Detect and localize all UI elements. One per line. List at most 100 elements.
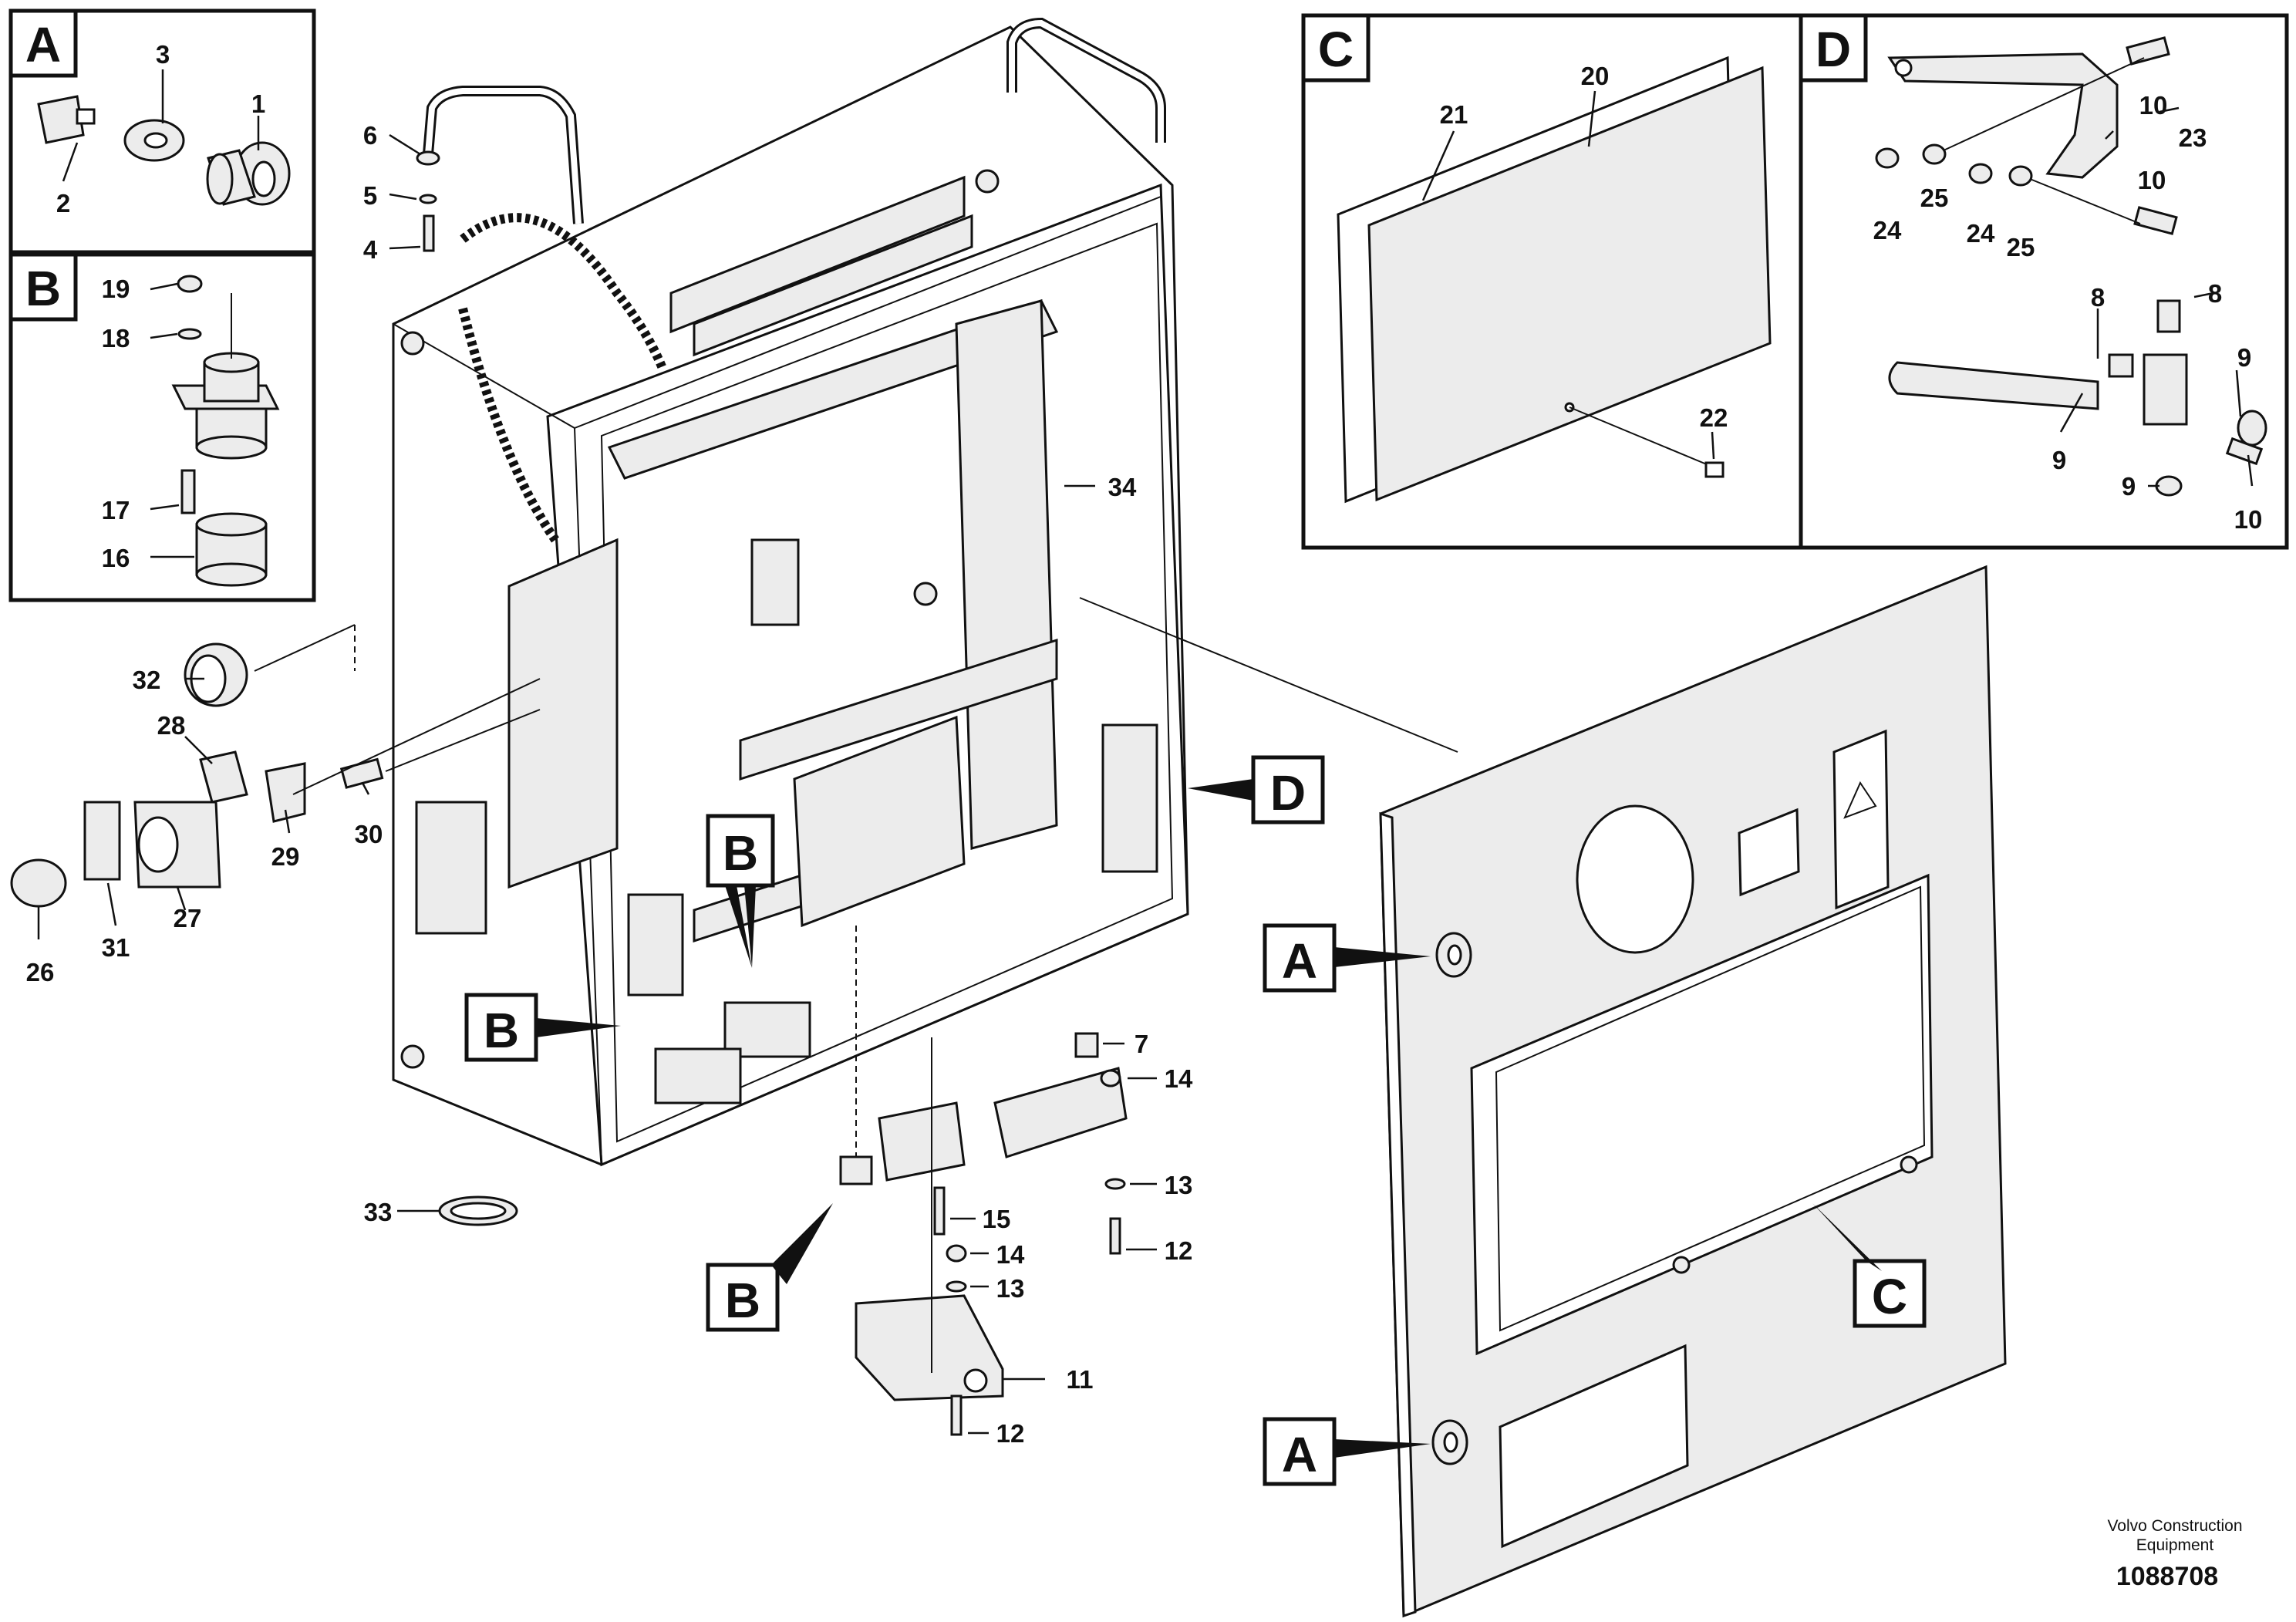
callout-1: 1: [251, 89, 265, 118]
callout-22: 22: [1700, 403, 1728, 432]
callout-29: 29: [271, 842, 300, 871]
socket-b: [839, 1155, 873, 1185]
nut-part: [1875, 147, 1900, 169]
callout-31: 31: [102, 933, 130, 962]
handle-part: [423, 86, 584, 224]
washer-part: [2008, 165, 2033, 187]
cabinet-body: [392, 17, 1189, 1167]
callout-9-right: 9: [2237, 343, 2251, 372]
handle-part: [1006, 17, 1166, 143]
door-panel: [1379, 565, 2007, 1618]
detail-panel-a: A 3 1 2: [8, 8, 316, 255]
callout-10-mid: 10: [2138, 166, 2166, 194]
callout-2: 2: [56, 189, 70, 218]
part-31: [83, 801, 121, 881]
callout-box-c: C: [1812, 1203, 1927, 1328]
callout-23: 23: [2179, 123, 2207, 152]
callout-box-b-upper: B: [706, 814, 775, 968]
callout-14-upper: 14: [1165, 1064, 1193, 1093]
detail-letter-a: A: [25, 17, 61, 73]
callout-14-lower: 14: [996, 1240, 1025, 1269]
svg-text:B: B: [723, 825, 758, 881]
part-28: [199, 750, 248, 804]
door-label-plate: [1738, 808, 1800, 897]
key-part: [37, 95, 96, 144]
bracket-part: [1887, 52, 2119, 179]
callout-16: 16: [102, 544, 130, 572]
callout-32: 32: [133, 666, 161, 694]
latch-part: [1888, 299, 2267, 497]
coiled-cable-part: [460, 213, 668, 373]
door-lock-lower: [1431, 1419, 1468, 1465]
callout-13-lower: 13: [996, 1274, 1025, 1303]
callout-25-right: 25: [2007, 233, 2035, 261]
callout-28: 28: [157, 711, 186, 740]
callout-18: 18: [102, 324, 130, 352]
callout-box-b-left: B: [464, 993, 621, 1062]
callout-24-left: 24: [1873, 216, 1902, 244]
callout-3: 3: [156, 40, 170, 69]
loose-parts-left: 32 28 29 30 27 31 26 33: [10, 624, 541, 1226]
screw-7: [1074, 1032, 1099, 1058]
socket-flange-part: [171, 352, 280, 460]
part-contactor: [878, 1101, 966, 1182]
callout-17: 17: [102, 496, 130, 524]
footer-reference-number: 1088708: [2116, 1562, 2218, 1591]
cover-plate-part: [1367, 66, 1772, 502]
callout-9-mid: 9: [2052, 446, 2066, 474]
part-26: [10, 858, 67, 908]
door-lower-plate: [1499, 1344, 1689, 1549]
callout-box-a-lower: A: [1263, 1417, 1431, 1486]
footer-company-line1: Volvo Construction: [2107, 1517, 2242, 1535]
callout-5: 5: [363, 181, 377, 210]
callout-33: 33: [364, 1198, 393, 1226]
callout-4: 4: [363, 235, 378, 264]
handle-fasteners: 6 5 4: [363, 121, 440, 264]
callout-15: 15: [983, 1205, 1011, 1233]
callout-19: 19: [102, 275, 130, 303]
pin-part: [2126, 36, 2170, 66]
callout-26: 26: [26, 958, 55, 986]
svg-text:B: B: [725, 1273, 760, 1328]
callout-8-left: 8: [2091, 283, 2105, 312]
svg-text:D: D: [1270, 765, 1306, 821]
callout-10-top: 10: [2139, 91, 2168, 120]
callout-24-right: 24: [1967, 219, 1995, 248]
callout-9-bottom: 9: [2122, 472, 2136, 501]
cap-part: [195, 512, 268, 587]
svg-text:C: C: [1872, 1269, 1907, 1324]
svg-text:A: A: [1282, 933, 1317, 989]
washer-part: [123, 119, 185, 162]
screw-part: [180, 469, 196, 514]
component-block: [415, 538, 1158, 1104]
washer-part: [1922, 143, 1947, 165]
callout-7: 7: [1135, 1030, 1148, 1058]
callout-box-a-upper: A: [1263, 923, 1431, 993]
door-lock-upper: [1435, 932, 1472, 978]
screw-part: [1704, 461, 1725, 478]
nut-part: [1968, 163, 1993, 184]
callout-13-upper: 13: [1165, 1171, 1193, 1199]
warning-sign: [1832, 729, 1890, 910]
washer-part: [177, 328, 202, 340]
bottom-parts: 7 14 13 12 15 14 13 11 12: [839, 926, 1193, 1448]
part-29: [265, 762, 306, 823]
footer: Volvo Construction Equipment 1088708: [2107, 1517, 2242, 1591]
callout-20: 20: [1581, 62, 1610, 90]
svg-text:B: B: [484, 1003, 519, 1058]
callout-21: 21: [1440, 100, 1468, 129]
detail-panel-c: C 21 20 22: [1301, 13, 1803, 550]
callout-12-lower: 12: [996, 1419, 1025, 1448]
callout-11: 11: [1067, 1365, 1094, 1394]
nut-part: [177, 275, 203, 293]
lock-cylinder-part: [206, 141, 291, 206]
svg-text:A: A: [1282, 1427, 1317, 1482]
footer-company-line2: Equipment: [2136, 1536, 2214, 1554]
callout-27: 27: [174, 904, 202, 932]
callout-6: 6: [363, 121, 377, 150]
detail-panel-b: B 19 18 17 16: [8, 252, 316, 602]
door-round-window: [1576, 804, 1694, 954]
part-contactor: [993, 1067, 1128, 1158]
pin-part: [2133, 206, 2178, 235]
